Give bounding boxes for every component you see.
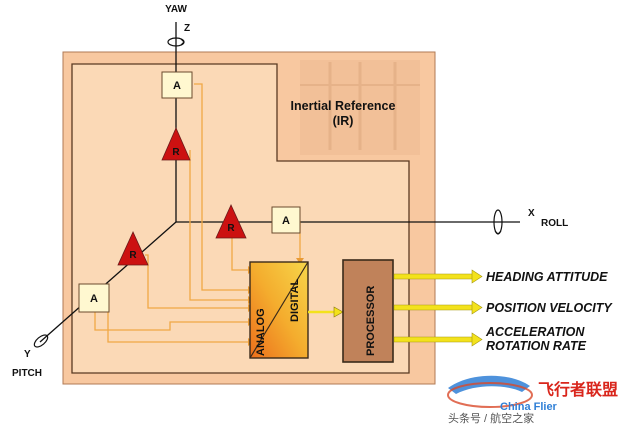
y-label: Y: [24, 349, 31, 360]
output-position-velocity: POSITION VELOCITY: [486, 301, 613, 315]
svg-text:R: R: [129, 250, 137, 261]
rate-gyro-z: R: [161, 127, 191, 161]
ir-frame-inner: [71, 63, 410, 374]
processor-label: PROCESSOR: [365, 286, 377, 356]
output-heading-attitude: HEADING ATTITUDE: [486, 270, 608, 284]
watermark-source: 头条号 / 航空之家: [448, 411, 534, 425]
rate-gyro-x: R: [215, 204, 247, 239]
plane-logo-icon: [448, 375, 530, 394]
module-subtitle: (IR): [333, 114, 354, 128]
svg-text:A: A: [282, 215, 290, 227]
yaw-label: YAW: [165, 4, 187, 15]
output-arrows: [393, 269, 483, 347]
pitch-rotation-icon: [33, 334, 49, 348]
module-title: Inertial Reference: [291, 99, 396, 113]
ad-converter: DIGITAL ANALOG: [249, 261, 309, 359]
x-label: X: [528, 208, 535, 219]
accelerometer-y: A: [78, 283, 110, 313]
watermark: 飞行者联盟 China Flier 头条号 / 航空之家: [447, 375, 618, 425]
output-acceleration: ACCELERATION: [485, 325, 585, 339]
accelerometer-x: A: [271, 206, 301, 234]
accelerometer-z: A: [161, 71, 193, 99]
watermark-logo-text: 飞行者联盟: [538, 380, 618, 399]
converter-digital-label: DIGITAL: [289, 279, 301, 322]
z-label: Z: [184, 23, 190, 34]
watermark-line2: China Flier: [500, 401, 558, 413]
rate-gyro-y: R: [117, 231, 149, 266]
svg-text:A: A: [173, 80, 181, 92]
converter-analog-label: ANALOG: [255, 308, 267, 356]
pitch-axis: [39, 221, 177, 343]
processor-block: PROCESSOR: [342, 259, 394, 363]
svg-text:A: A: [90, 293, 98, 305]
svg-text:R: R: [172, 147, 180, 158]
svg-text:R: R: [227, 223, 235, 234]
pitch-label: PITCH: [12, 368, 42, 379]
background-texture: [300, 60, 420, 155]
output-rotation-rate: ROTATION RATE: [486, 339, 587, 353]
roll-label: ROLL: [541, 218, 568, 229]
